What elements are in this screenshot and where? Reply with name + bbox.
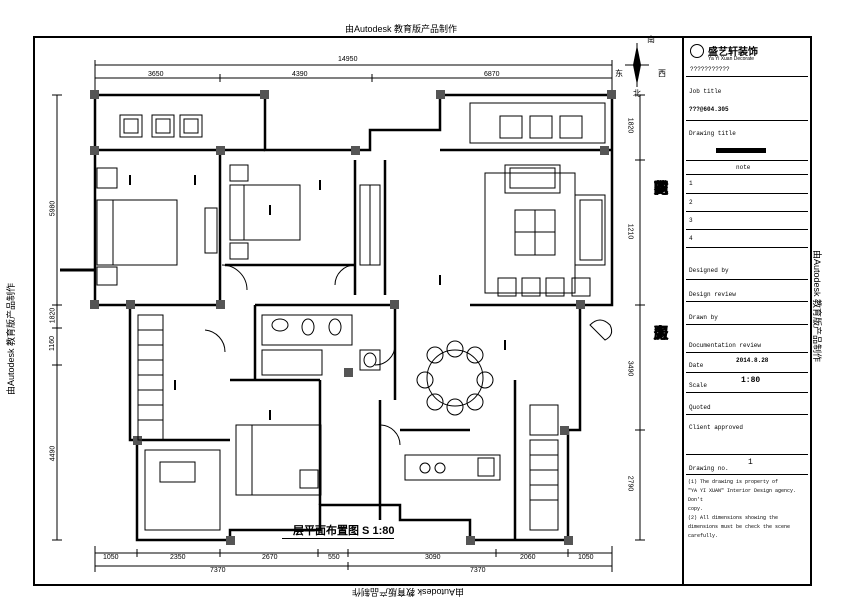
dim-right-4: 2790 <box>626 475 634 492</box>
dim-left-2: 1820 <box>49 307 57 324</box>
company-logo-icon <box>690 44 704 58</box>
design-review-label: Design review <box>689 291 736 298</box>
dim-left-1: 5980 <box>49 200 57 217</box>
drawing-frame <box>33 36 684 586</box>
slogan-char: 为 <box>653 325 669 342</box>
note-line: (1) The drawing is property of <box>688 479 779 485</box>
dim-bottom-total-left: 7370 <box>210 567 226 574</box>
design-review-cell: Design review <box>686 279 808 302</box>
client-approved-label: Client approved <box>689 424 744 431</box>
dim-top-seg-3: 6870 <box>484 71 500 78</box>
dim-bottom-seg-2: 2350 <box>170 554 186 561</box>
drawing-title-label: Drawing title <box>689 130 736 137</box>
drawing-no-cell: Drawing no. 1 <box>686 454 808 475</box>
slogan-char: 更 <box>653 180 669 197</box>
drawn-by-cell: Drawn by <box>686 301 808 325</box>
client-approved-cell: Client approved <box>686 414 808 455</box>
row-1-number: 1 <box>689 180 693 187</box>
compass-north-label: 北 <box>633 89 641 98</box>
dim-top-seg-2: 4390 <box>292 71 308 78</box>
note-line: carefully. <box>688 533 719 539</box>
job-title-cell: Job title ???@604.305 <box>686 78 808 121</box>
drawn-by-label: Drawn by <box>689 314 718 321</box>
dim-right-2: 1210 <box>626 223 634 240</box>
row-3: 3 <box>686 211 808 230</box>
note-line: copy. <box>688 506 704 512</box>
slogan-char: 务 <box>653 325 669 342</box>
designed-by-label: Designed by <box>689 267 729 274</box>
drawing-title-value-bar <box>716 148 766 153</box>
drawing-title-cell: Drawing title <box>686 120 808 161</box>
note-line: dimensions must be check the scene <box>688 524 791 530</box>
row-1: 1 <box>686 174 808 194</box>
documentation-review-label: Documentation review <box>689 342 762 349</box>
title-block: 盛艺轩装饰 Ya Yi Xuan Decorate ??????????? Jo… <box>684 36 812 586</box>
dim-bottom-seg-5: 3090 <box>425 554 441 561</box>
company-name: 盛艺轩装饰 <box>708 47 758 58</box>
row-2-number: 2 <box>689 199 693 206</box>
dim-bottom-seg-4: 550 <box>328 554 340 561</box>
row-4-number: 4 <box>689 235 693 242</box>
dim-right-1: 1820 <box>626 117 634 134</box>
date-cell: Date 2014.8.28 <box>686 352 808 373</box>
slogan-char: 多 <box>653 180 669 197</box>
dim-bottom-seg-3: 2670 <box>262 554 278 561</box>
slogan-char: 更 <box>653 325 669 342</box>
quoted-label: Quoted <box>689 404 711 411</box>
note-cell: note <box>686 160 808 175</box>
watermark-top: 由Autodesk 教育版产品制作 <box>345 24 458 34</box>
plan-title: 一层平面布置图 S 1:80 <box>282 522 395 539</box>
slogan-char: 时 <box>653 180 669 197</box>
dim-left-4: 4490 <box>49 445 57 462</box>
compass-west-label: 西 <box>658 69 666 78</box>
compass-east-label: 东 <box>615 69 623 78</box>
dim-top-seg-1: 3650 <box>148 71 164 78</box>
dim-bottom-total-right: 7370 <box>470 567 486 574</box>
company-header: 盛艺轩装饰 Ya Yi Xuan Decorate ??????????? <box>686 40 808 77</box>
row-4: 4 <box>686 229 808 248</box>
note-line: (2) All dimensions showing the <box>688 515 779 521</box>
row-2: 2 <box>686 193 808 212</box>
company-tel: ??????????? <box>690 66 730 73</box>
dim-left-3: 1160 <box>49 335 57 352</box>
company-en: Ya Yi Xuan Decorate <box>708 56 755 62</box>
dim-bottom-seg-1: 1050 <box>103 554 119 561</box>
note-line: "YA YI XUAN" Interior Design agency. Don… <box>688 488 797 503</box>
scale-label: Scale <box>689 382 708 389</box>
drawing-no-label: Drawing no. <box>689 465 729 472</box>
slogan-char: 的 <box>653 180 669 197</box>
slogan-char: 间 <box>653 180 669 197</box>
date-label: Date <box>689 362 704 369</box>
floor-plan <box>52 43 649 572</box>
slogan-char: 服 <box>653 325 669 342</box>
notes-block: (1) The drawing is property of "YA YI XU… <box>688 478 806 541</box>
slogan-char: 少 <box>653 325 669 342</box>
drawing-no-value: 1 <box>748 458 753 467</box>
slogan-char: 花 <box>653 180 669 197</box>
scale-value: 1:80 <box>741 376 761 385</box>
dim-top-total: 14950 <box>338 56 358 63</box>
scale-cell: Scale 1:80 <box>686 372 808 393</box>
dim-right-3: 3490 <box>626 360 634 377</box>
dim-bottom-seg-6: 2060 <box>520 554 536 561</box>
job-title-value: ???@604.305 <box>689 106 729 113</box>
quoted-cell: Quoted <box>686 392 808 415</box>
watermark-right: 由Autodesk 教育版产品制作 <box>812 250 822 363</box>
note-label: note <box>736 164 751 171</box>
job-title-label: Job title <box>689 88 722 95</box>
dim-bottom-seg-7: 1050 <box>578 554 594 561</box>
designed-by-cell: Designed by <box>686 247 808 280</box>
date-value: 2014.8.28 <box>736 357 769 364</box>
slogan-char: 人 <box>653 325 669 342</box>
documentation-review-cell: Documentation review <box>686 324 808 353</box>
compass-south-label: 南 <box>647 35 655 44</box>
row-3-number: 3 <box>689 217 693 224</box>
compass <box>625 43 649 87</box>
